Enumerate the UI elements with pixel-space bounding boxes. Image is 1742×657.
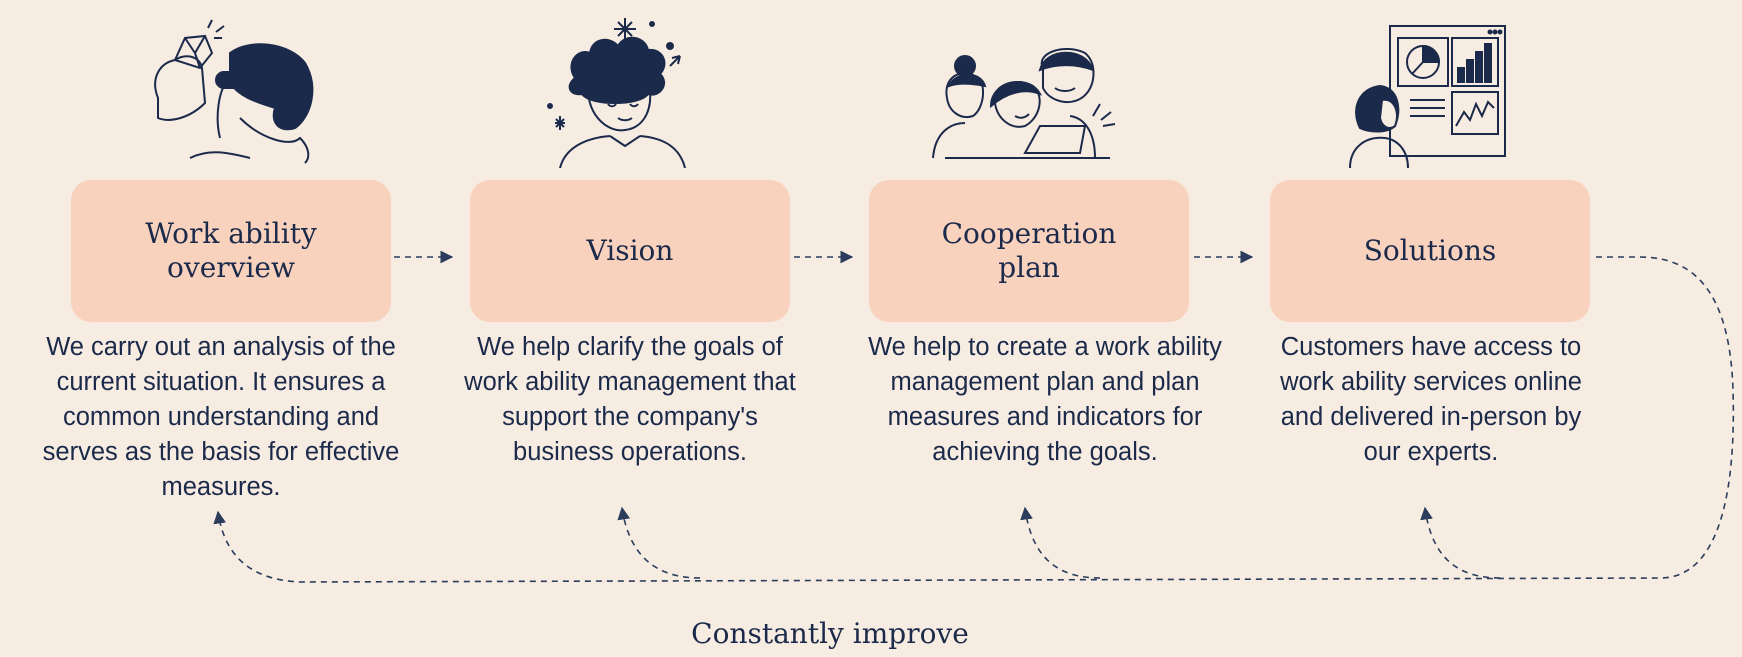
- step-box-cooperation-plan: Cooperation plan: [869, 180, 1189, 322]
- step-description: We carry out an analysis of the current …: [42, 333, 400, 501]
- step-title: Cooperation plan: [941, 217, 1117, 284]
- step-description: We help to create a work ability managem…: [868, 333, 1222, 466]
- feedback-arrow-to-solutions: [1420, 506, 1501, 579]
- feedback-arrow-to-vision: [617, 506, 701, 579]
- person-with-dashboard-icon: [1340, 8, 1540, 169]
- feedback-arrow-to-cooperation: [1020, 506, 1101, 579]
- thinking-person-icon: [530, 8, 730, 169]
- step-box-solutions: Solutions: [1270, 180, 1590, 322]
- step-title: Vision: [586, 234, 674, 267]
- step-title: Solutions: [1363, 234, 1497, 267]
- person-with-magnifier-icon: [130, 8, 330, 168]
- feedback-loop-line: [213, 256, 1735, 583]
- step-description: We help clarify the goals of work abilit…: [464, 333, 796, 466]
- step-description: Customers have access to work ability se…: [1280, 333, 1582, 466]
- step-title: Work ability overview: [145, 217, 317, 284]
- step-box-vision: Vision: [470, 180, 790, 322]
- loop-label: Constantly improve: [691, 617, 969, 650]
- team-with-laptop-icon: [925, 8, 1125, 168]
- step-box-work-ability-overview: Work ability overview: [71, 180, 391, 322]
